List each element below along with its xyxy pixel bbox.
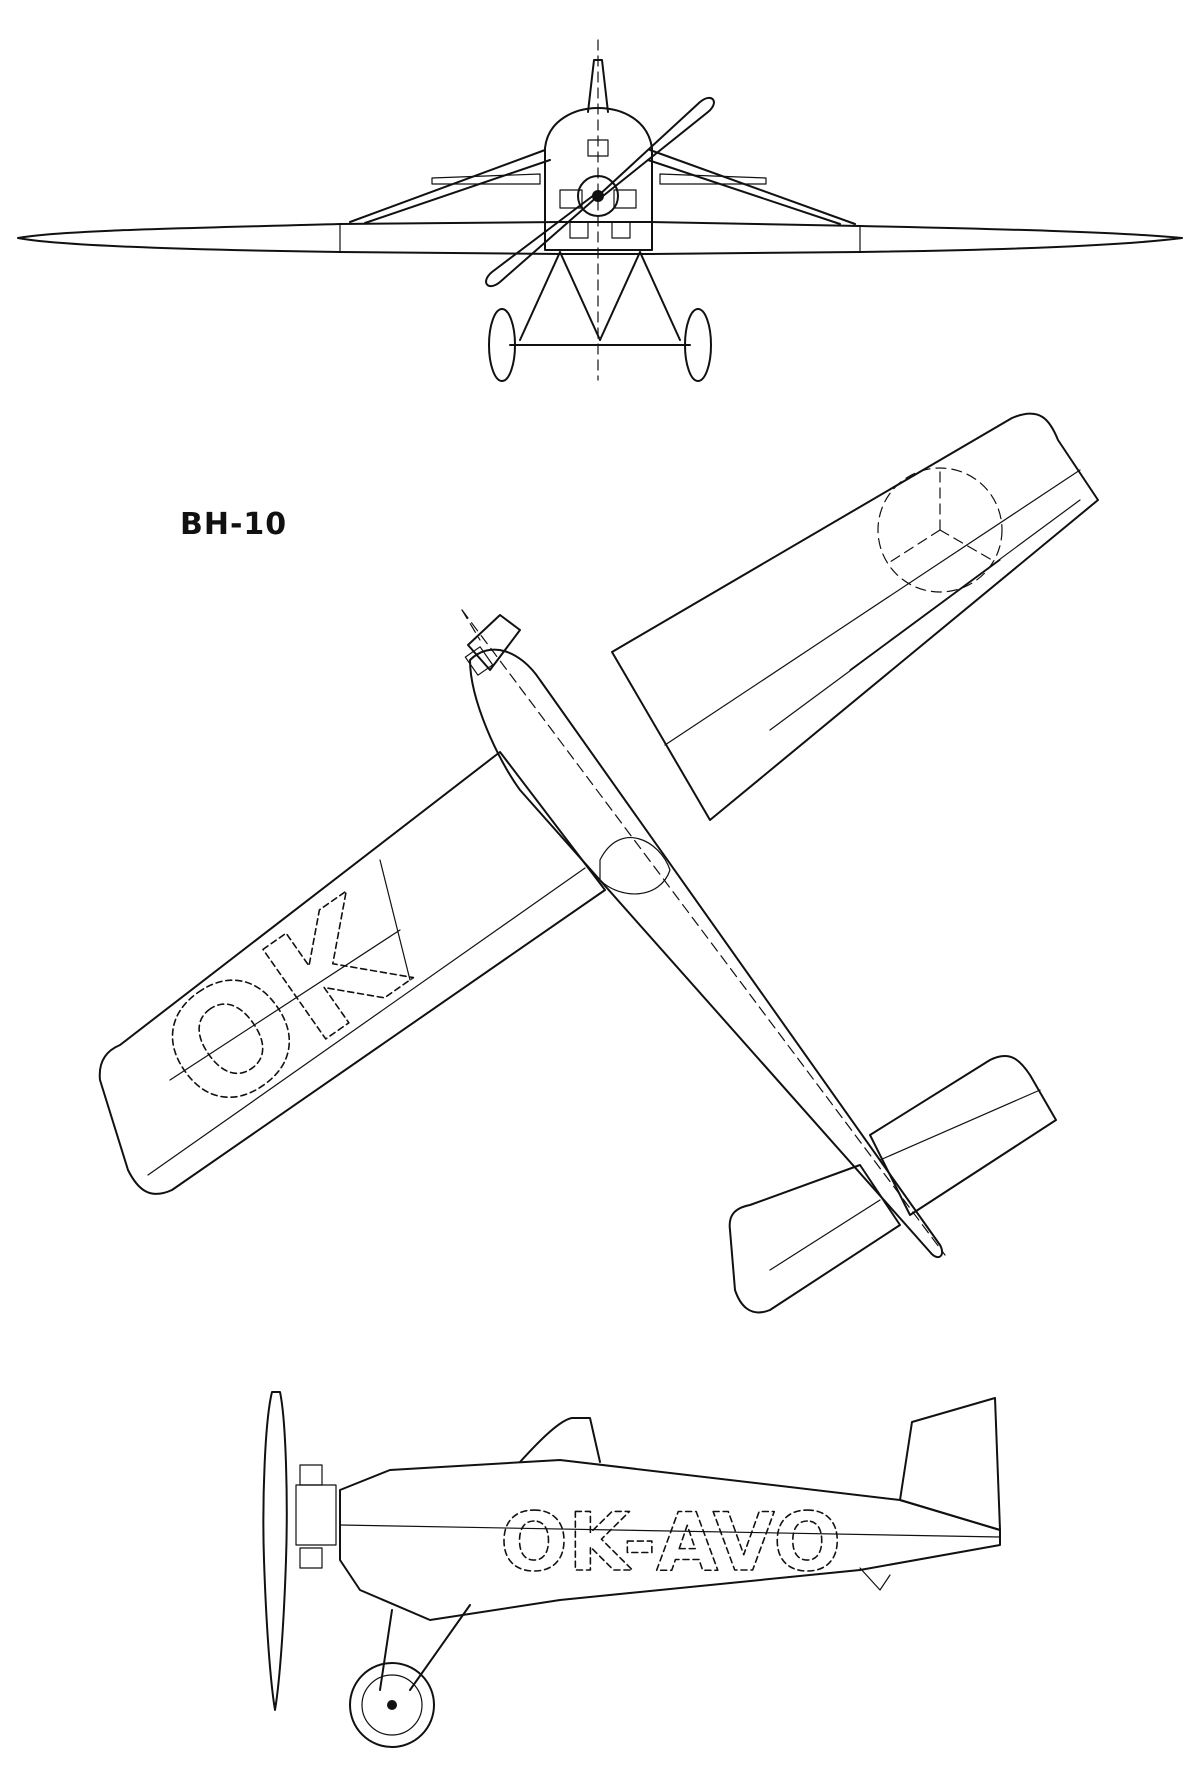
front-fin [587, 59, 609, 113]
front-gear-strut-left [519, 251, 561, 341]
plan-roundel [877, 467, 1003, 593]
side-propeller [262, 1391, 288, 1711]
front-gear-strut-right [639, 251, 681, 341]
plan-tailplane-left [728, 1164, 901, 1314]
side-wheel [349, 1662, 435, 1748]
side-registration: OK-AVO [500, 1496, 841, 1589]
side-view: OK-AVO [262, 1391, 1001, 1748]
front-propeller-hub [577, 175, 619, 217]
plan-tailplane-right [869, 1055, 1057, 1216]
side-fuselage [339, 1459, 1001, 1621]
front-propeller-blade-upper [597, 96, 715, 201]
aircraft-title: BH-10 [180, 507, 288, 542]
plan-view: OK [98, 412, 1099, 1314]
front-view [17, 39, 1183, 382]
side-headrest [519, 1417, 601, 1463]
side-gear-strut-rear [409, 1604, 471, 1691]
front-wheel-right [684, 308, 712, 382]
side-engine [295, 1484, 337, 1546]
side-fin [899, 1397, 1001, 1531]
plan-centerline [461, 609, 946, 1256]
front-strut-left [349, 149, 546, 223]
plan-wing-right [611, 412, 1099, 821]
plan-wing-registration: OK [131, 864, 434, 1149]
front-wheel-left [488, 308, 516, 382]
side-gear-strut-front [379, 1609, 393, 1691]
plan-engine [467, 614, 521, 671]
plan-wing-left [98, 751, 606, 1195]
side-tailskid [859, 1567, 891, 1591]
plan-fuselage [469, 648, 944, 1259]
plan-cockpit [599, 837, 671, 895]
front-tailplane-right [659, 173, 767, 185]
front-strut-right [649, 149, 856, 225]
front-wing [17, 221, 1183, 255]
front-propeller-blade-lower [485, 191, 599, 288]
